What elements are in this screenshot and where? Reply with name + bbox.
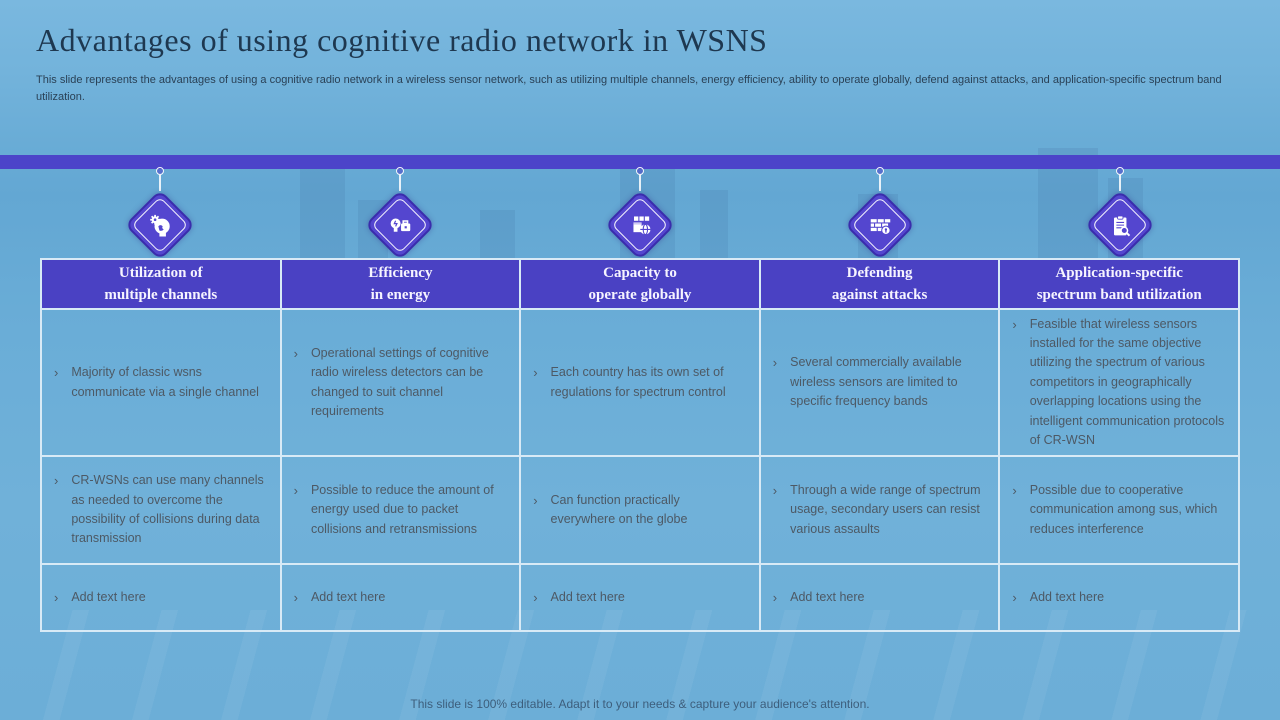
bullet-chevron: › — [533, 365, 538, 381]
bullet-chevron: › — [772, 355, 778, 371]
table-cell: › Majority of classic wsns communicate v… — [41, 309, 281, 456]
header-line: operate globally — [588, 287, 692, 303]
add-text-placeholder[interactable]: › Add text here — [520, 564, 760, 631]
energy-bulb-plug-icon — [387, 212, 414, 239]
cell-text: Add text here — [1029, 589, 1105, 604]
connector-line — [879, 175, 881, 191]
column-header-application: Application-specific spectrum band utili… — [999, 259, 1239, 309]
cell-text: CR-WSNs can use many channels as needed … — [71, 473, 264, 546]
connector-line — [159, 175, 161, 191]
header-line: against attacks — [831, 287, 928, 303]
cell-text: Several commercially available wireless … — [790, 355, 962, 409]
connector-dot — [1116, 167, 1124, 175]
bullet-chevron: › — [293, 589, 298, 605]
cell-text: Add text here — [310, 589, 386, 604]
column-header-utilization: Utilization of multiple channels — [41, 259, 281, 309]
cell-text: Add text here — [550, 589, 625, 604]
header-line: Utilization of — [118, 264, 203, 281]
bullet-chevron: › — [54, 589, 59, 605]
bullet-chevron: › — [293, 482, 298, 498]
table-cell: › CR-WSNs can use many channels as neede… — [41, 456, 281, 564]
bullet-chevron: › — [293, 345, 298, 361]
bullet-chevron: › — [54, 365, 59, 381]
header-line: Capacity to — [603, 264, 677, 281]
firewall-lock-icon — [867, 212, 894, 239]
connector-dot — [156, 167, 164, 175]
column-header-efficiency: Efficiency in energy — [280, 259, 521, 309]
timeline-marker-defending — [820, 165, 940, 261]
table-cell: › Possible to reduce the amount of energ… — [280, 456, 521, 564]
slide-description: This slide represents the advantages of … — [36, 74, 1222, 103]
timeline-marker-global — [580, 165, 700, 261]
header-line: Application-specific — [1055, 264, 1183, 281]
bullet-chevron: › — [1012, 589, 1017, 605]
timeline-marker-efficiency — [340, 165, 460, 261]
diamond-badge — [364, 189, 436, 261]
cell-text: Add text here — [790, 589, 865, 604]
cell-text: Possible due to cooperative communicatio… — [1029, 482, 1218, 536]
table-cell: › Operational settings of cognitive radi… — [280, 309, 521, 456]
cell-text: Feasible that wireless sensors installed… — [1029, 316, 1225, 447]
cell-text: Possible to reduce the amount of energy … — [310, 482, 494, 536]
global-capacity-icon — [627, 212, 654, 239]
connector-dot — [876, 167, 884, 175]
table-cell: › Can function practically everywhere on… — [520, 456, 760, 564]
table-cell: › Several commercially available wireles… — [759, 309, 1000, 456]
add-text-placeholder[interactable]: › Add text here — [280, 564, 521, 631]
cell-text: Add text here — [71, 589, 146, 604]
bullet-chevron: › — [54, 473, 59, 489]
header-line: Defending — [846, 264, 913, 281]
cell-text: Operational settings of cognitive radio … — [310, 345, 489, 418]
bullet-chevron: › — [533, 492, 538, 508]
table-cell: › Feasible that wireless sensors install… — [999, 309, 1239, 456]
page-title: Advantages of using cognitive radio netw… — [36, 22, 768, 58]
bullet-chevron: › — [772, 482, 778, 498]
connector-line — [639, 175, 641, 191]
add-text-placeholder[interactable]: › Add text here — [999, 564, 1239, 631]
column-header-capacity: Capacity to operate globally — [520, 259, 760, 309]
cognitive-head-gear-icon — [147, 212, 174, 239]
timeline-bar — [0, 155, 1280, 169]
clipboard-search-icon — [1107, 212, 1134, 239]
add-text-placeholder[interactable]: › Add text here — [41, 564, 281, 631]
bullet-chevron: › — [772, 589, 778, 605]
connector-dot — [396, 167, 404, 175]
footer-note: This slide is 100% editable. Adapt it to… — [410, 697, 870, 711]
background-streaks — [0, 610, 1280, 720]
connector-line — [1119, 175, 1121, 191]
header-line: spectrum band utilization — [1036, 287, 1202, 303]
timeline-marker-application — [1060, 165, 1180, 261]
bullet-chevron: › — [533, 589, 538, 605]
diamond-badge — [1084, 189, 1156, 261]
connector-line — [399, 175, 401, 191]
diamond-badge — [844, 189, 916, 261]
timeline-marker-utilization — [100, 165, 220, 261]
table-cell: › Each country has its own set of regula… — [520, 309, 760, 456]
global-capacity-icon-badge — [604, 189, 676, 261]
cell-text: Through a wide range of spectrum usage, … — [790, 482, 981, 536]
cell-text: Each country has its own set of regulati… — [550, 365, 726, 399]
header-line: multiple channels — [104, 287, 218, 303]
advantages-table: Utilization of multiple channels Efficie… — [40, 258, 1240, 632]
cell-text: Majority of classic wsns communicate via… — [71, 365, 259, 399]
add-text-placeholder[interactable]: › Add text here — [759, 564, 1000, 631]
bullet-chevron: › — [1012, 482, 1017, 498]
cell-text: Can function practically everywhere on t… — [550, 492, 688, 526]
diamond-badge — [124, 189, 196, 261]
column-header-defending: Defending against attacks — [759, 259, 1000, 309]
bullet-chevron: › — [1012, 316, 1017, 332]
table-cell: › Through a wide range of spectrum usage… — [759, 456, 1000, 564]
header-line: Efficiency — [368, 264, 433, 281]
table-cell: › Possible due to cooperative communicat… — [999, 456, 1239, 564]
connector-dot — [636, 167, 644, 175]
header-line: in energy — [370, 287, 431, 303]
